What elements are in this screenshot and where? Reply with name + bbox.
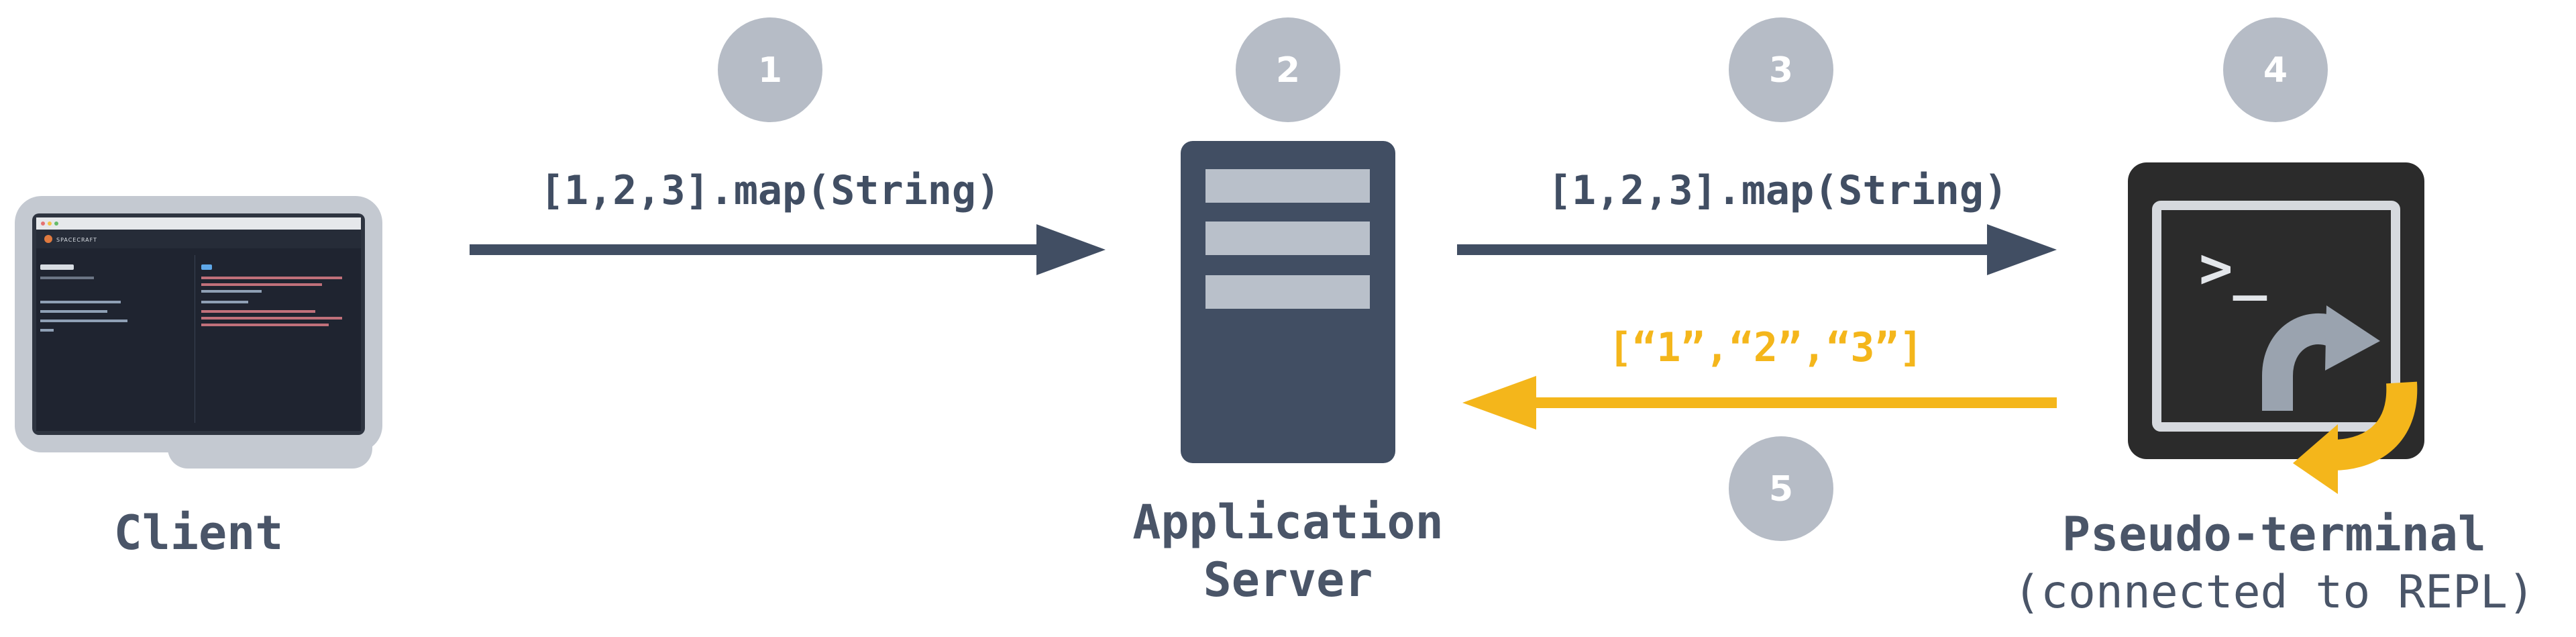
request-code-label-2: [1,2,3].map(String): [1548, 167, 2008, 214]
step-5-number: 5: [1769, 469, 1793, 509]
step-2-badge: 2: [1236, 17, 1340, 122]
request-arrow-1: [470, 224, 1106, 275]
request-arrow-2: [1457, 224, 2057, 275]
step-4-badge: 4: [2223, 17, 2328, 122]
step-1-number: 1: [758, 50, 782, 91]
client-node: SPACECRAFT Client: [15, 196, 382, 560]
server-label-line2: Server: [1203, 552, 1373, 607]
step-5-badge: 5: [1729, 436, 1833, 541]
terminal-sublabel: (connected to REPL): [2013, 566, 2535, 619]
terminal-label: Pseudo-terminal: [2062, 507, 2486, 562]
step-3-number: 3: [1769, 50, 1793, 91]
server-label-line1: Application: [1132, 495, 1444, 550]
server-icon: [1181, 141, 1395, 463]
server-node: Application Server: [1132, 141, 1444, 607]
response-arrow: [1462, 376, 2057, 430]
client-label: Client: [114, 505, 284, 560]
step-2-number: 2: [1276, 50, 1300, 91]
request-code-label-1: [1,2,3].map(String): [540, 167, 1000, 214]
terminal-prompt: >_: [2199, 235, 2267, 301]
refresh-icon: [2262, 305, 2418, 494]
step-1-badge: 1: [718, 17, 822, 122]
response-code-label: [“1”,“2”,“3”]: [1608, 324, 1923, 371]
step-3-badge: 3: [1729, 17, 1833, 122]
terminal-icon: >_: [2128, 162, 2424, 494]
step-4-number: 4: [2263, 50, 2288, 91]
terminal-node: >_ Pseudo-terminal (connected to REPL): [2013, 162, 2535, 619]
client-screen-brand: SPACECRAFT: [56, 237, 97, 243]
laptop-icon: SPACECRAFT: [15, 196, 382, 469]
